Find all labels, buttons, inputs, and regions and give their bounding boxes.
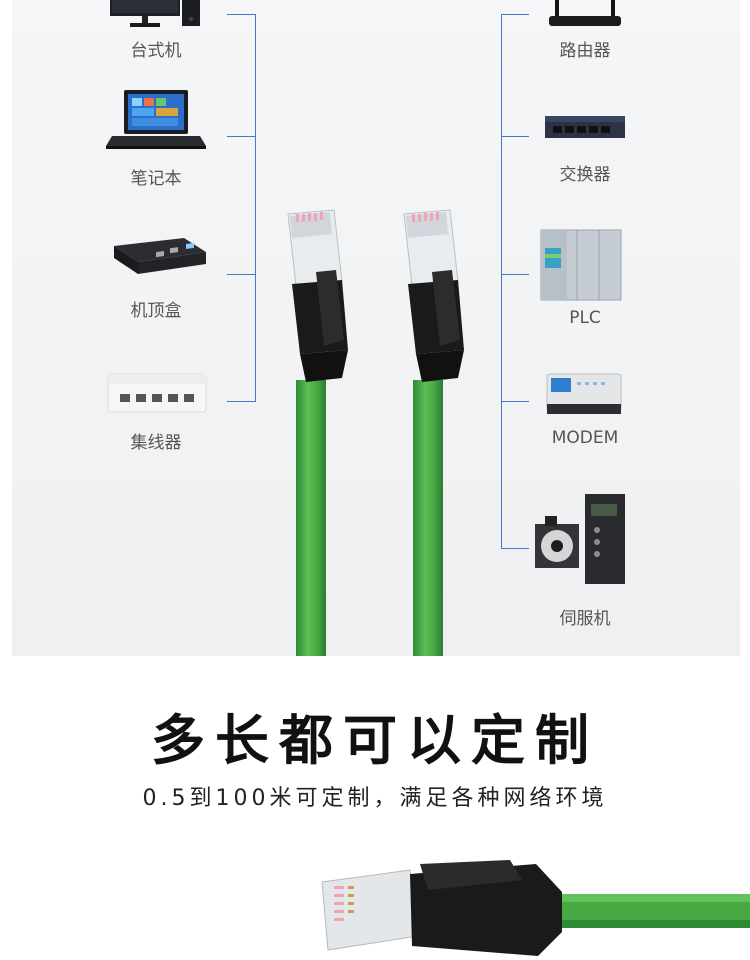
device-label-servo: 伺服机	[559, 609, 611, 629]
device-desktop: 台式机	[86, 0, 226, 61]
hub-icon	[107, 373, 207, 413]
right-tick-switch	[501, 136, 529, 137]
set-top-box-icon	[114, 238, 206, 274]
device-router: 路由器	[515, 0, 655, 61]
rj45-connector-closeup-icon	[321, 860, 750, 956]
device-label-plc: PLC	[569, 308, 601, 328]
right-tick-plc	[501, 274, 529, 275]
device-label-modem: MODEM	[551, 428, 619, 448]
left-tick-laptop	[227, 136, 255, 137]
switch-icon	[545, 116, 625, 138]
right-tick-servo	[501, 548, 529, 549]
left-tick-settop	[227, 274, 255, 275]
left-tick-desktop	[227, 14, 255, 15]
device-label-settop: 机顶盒	[130, 301, 182, 321]
device-switch: 交换器	[515, 108, 655, 188]
cable-left-green	[296, 380, 326, 656]
device-label-laptop: 笔记本	[130, 169, 182, 189]
left-bracket-line	[227, 14, 256, 402]
subheadline: 0.5到100米可定制，满足各种网络环境	[142, 786, 608, 811]
right-tick-router	[501, 14, 529, 15]
device-servo: 伺服机	[515, 486, 655, 629]
device-settop: 机顶盒	[86, 232, 226, 322]
right-tick-modem	[501, 401, 529, 402]
device-label-router: 路由器	[559, 41, 611, 61]
headline: 多长都可以定制	[151, 709, 599, 772]
rj45-connector-left-icon	[287, 209, 348, 382]
device-label-switch: 交换器	[559, 165, 611, 185]
device-laptop: 笔记本	[86, 88, 226, 189]
device-modem: MODEM	[515, 366, 655, 456]
desktop-icon	[110, 0, 200, 27]
rj45-connector-right-icon	[403, 209, 464, 382]
laptop-icon	[106, 90, 206, 149]
cable-right-green	[413, 380, 443, 656]
plc-icon	[540, 229, 622, 301]
device-label-desktop: 台式机	[130, 41, 182, 61]
modem-icon	[546, 373, 622, 414]
left-tick-hub	[227, 401, 255, 402]
device-label-hub: 集线器	[130, 433, 182, 453]
right-bracket-line	[501, 14, 530, 548]
servo-motor-icon	[535, 494, 625, 584]
router-icon	[549, 0, 621, 26]
device-plc: PLC	[515, 224, 655, 334]
device-hub: 集线器	[86, 370, 226, 460]
